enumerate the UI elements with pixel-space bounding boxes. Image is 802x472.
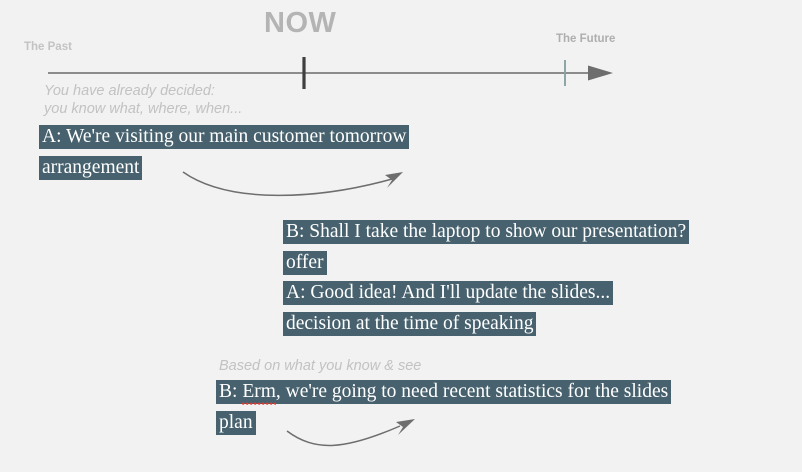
dialogue-block-past: A: We're visiting our main customer tomo… xyxy=(39,122,410,184)
dialogue-line-text: plan xyxy=(216,410,256,435)
dialogue-line-prefix: B: xyxy=(219,381,243,402)
dialogue-line: decision at the time of speaking xyxy=(283,309,689,340)
annotation-past-line-1: You have already decided: xyxy=(44,83,215,99)
dialogue-line-text: decision at the time of speaking xyxy=(283,311,537,336)
dialogue-line-text: B: Shall I take the laptop to show our p… xyxy=(283,220,690,244)
timeline-axis xyxy=(48,57,613,89)
dialogue-line-text: B: Erm, we're going to need recent stati… xyxy=(216,380,672,405)
dialogue-line-text: A: We're visiting our main customer tomo… xyxy=(39,125,410,149)
dialogue-block-future: B: Shall I take the laptop to show our p… xyxy=(283,217,690,340)
dialogue-line: A: We're visiting our main customer tomo… xyxy=(39,122,410,153)
dialogue-line: B: Erm, we're going to need recent stati… xyxy=(216,377,672,408)
dialogue-line: offer xyxy=(283,248,689,279)
dialogue-line-text: arrangement xyxy=(39,155,143,180)
dialogue-line: A: Good idea! And I'll update the slides… xyxy=(283,278,689,309)
dialogue-line-text: A: Good idea! And I'll update the slides… xyxy=(283,281,614,305)
annotation-present: Based on what you know & see xyxy=(219,358,422,374)
timeline-label-future: The Future xyxy=(556,33,616,45)
dialogue-line: arrangement xyxy=(39,153,409,184)
dialogue-block-now: B: Erm, we're going to need recent stati… xyxy=(216,377,672,439)
timeline-arrowhead-icon xyxy=(588,65,613,81)
now-title: NOW xyxy=(264,7,337,39)
annotation-past-line-2: you know what, where, when... xyxy=(44,101,243,117)
dialogue-line-suffix: , we're going to need recent statistics … xyxy=(275,381,669,402)
dialogue-line-text: offer xyxy=(283,250,327,275)
misspelled-word[interactable]: Erm xyxy=(242,381,276,405)
dialogue-line: B: Shall I take the laptop to show our p… xyxy=(283,217,690,248)
dialogue-line: plan xyxy=(216,408,671,439)
timeline-label-past: The Past xyxy=(24,41,72,53)
